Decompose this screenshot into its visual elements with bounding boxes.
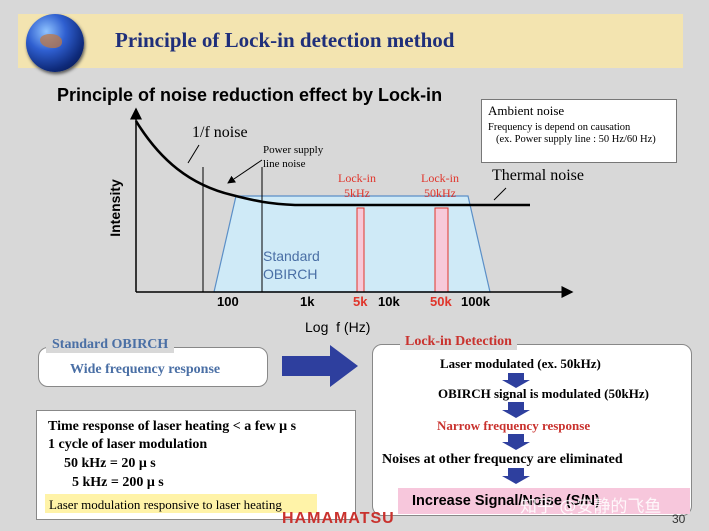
lockin-step-2: OBIRCH signal is modulated (50kHz) (438, 386, 649, 401)
lockin-step-3: Narrow frequency response (437, 418, 591, 433)
time-response-line-1: Time response of laser heating < a few μ… (48, 419, 297, 434)
title-banner (18, 14, 683, 68)
power-supply-label-1: Power supply (263, 144, 324, 156)
lockin-50khz-label-1: Lock-in (421, 171, 459, 185)
power-supply-label-2: line noise (263, 158, 306, 170)
note-text: Laser modulation responsive to laser hea… (49, 497, 282, 512)
y-axis-label: Intensity (106, 179, 123, 237)
watermark: 知乎 @安静的飞鱼 (520, 497, 662, 517)
power-supply-pointer (227, 159, 263, 184)
x-tick-label: 50k (430, 294, 452, 309)
section-heading: Principle of noise reduction effect by L… (57, 85, 443, 105)
standard-obirch-band (213, 195, 491, 293)
standard-obirch-text: Wide frequency response (70, 362, 221, 377)
x-tick-label: 10k (378, 294, 400, 309)
one-f-pointer (187, 144, 200, 164)
x-tick-label: 1k (300, 294, 315, 309)
lockin-50khz-band (434, 207, 449, 293)
time-response-line-2: 1 cycle of laser modulation (48, 437, 208, 452)
x-tick-label: 100 (217, 294, 239, 309)
result-text: Increase Signal/Noise (S/N) (412, 493, 600, 509)
globe-logo-icon (26, 14, 84, 72)
thermal-pointer (493, 187, 507, 201)
x-tick-label: 100k (461, 294, 490, 309)
lockin-5khz-label-1: Lock-in (338, 171, 376, 185)
x-axis-label: Log f (Hz) (305, 319, 371, 335)
thermal-noise-label: Thermal noise (492, 167, 584, 184)
x-tick-label: 5k (353, 294, 368, 309)
down-arrow-icon (502, 402, 530, 418)
right-arrow-icon (282, 345, 358, 387)
footer-logo: HAMAMATSU (282, 510, 395, 527)
one-f-label: 1/f noise (192, 124, 248, 141)
time-response-line-4: 5 kHz = 200 μ s (72, 475, 164, 490)
time-response-line-3: 50 kHz = 20 μ s (64, 456, 156, 471)
note-highlight (45, 494, 317, 513)
down-arrow-icon (502, 434, 530, 450)
down-arrows (502, 373, 530, 484)
noise-curve (134, 120, 530, 207)
standard-obirch-label-1: Standard (263, 248, 320, 264)
ambient-line-2: Frequency is depend on causation (488, 122, 631, 133)
down-arrow-icon (502, 373, 530, 388)
down-arrow-icon (502, 468, 530, 484)
lockin-step-4: Noises at other frequency are eliminated (382, 452, 623, 467)
lockin-50khz-label-2: 50kHz (424, 186, 456, 200)
standard-obirch-title: Standard OBIRCH (46, 337, 175, 353)
ambient-line-3: (ex. Power supply line : 50 Hz/60 Hz) (496, 134, 656, 145)
result-banner (398, 488, 690, 514)
lockin-5khz-label-2: 5kHz (344, 186, 370, 200)
standard-obirch-label-2: OBIRCH (263, 266, 318, 282)
lockin-5khz-band (356, 207, 365, 293)
ambient-noise-note: Ambient noise Frequency is depend on cau… (481, 99, 677, 163)
lockin-detection-box (372, 344, 692, 516)
slide-title: Principle of Lock-in detection method (115, 28, 455, 52)
ambient-title: Ambient noise (488, 103, 565, 118)
lockin-detection-title: Lock-in Detection (400, 334, 517, 350)
lockin-step-1: Laser modulated (ex. 50kHz) (440, 356, 601, 371)
page-number: 30 (672, 512, 686, 526)
